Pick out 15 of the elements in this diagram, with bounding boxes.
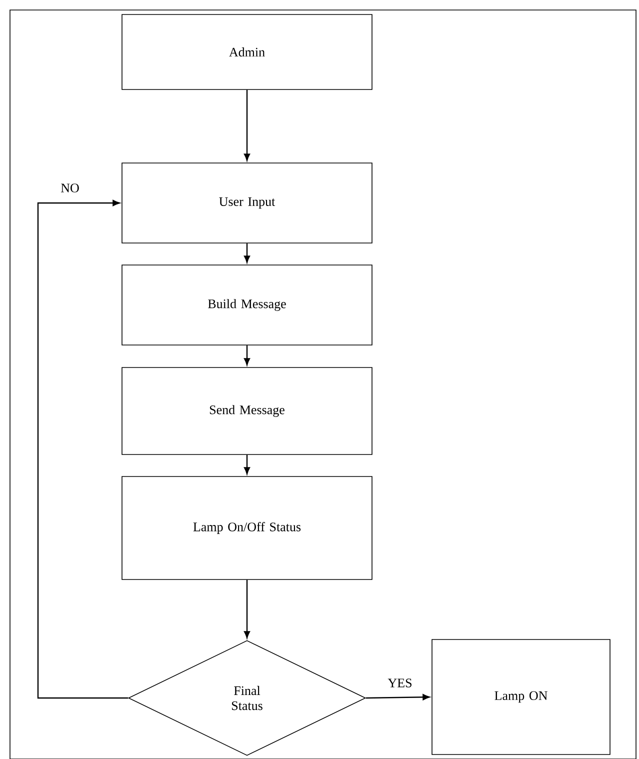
edge-label: NO [60, 182, 80, 194]
process-box: Send Message [122, 367, 372, 455]
edge-label: YES [386, 678, 414, 688]
arrow [244, 454, 250, 474]
process-box: User Input [122, 162, 372, 244]
process-box: Lamp On/Off Status [122, 476, 372, 580]
arrow [37, 200, 128, 699]
arrow [366, 694, 430, 700]
process-box: Admin [122, 14, 372, 90]
arrow [244, 345, 250, 366]
arrow [244, 580, 250, 638]
process-box: Lamp ON [432, 639, 610, 755]
arrow [244, 90, 250, 161]
process-box: Build Message [122, 264, 372, 346]
arrow [244, 243, 250, 263]
